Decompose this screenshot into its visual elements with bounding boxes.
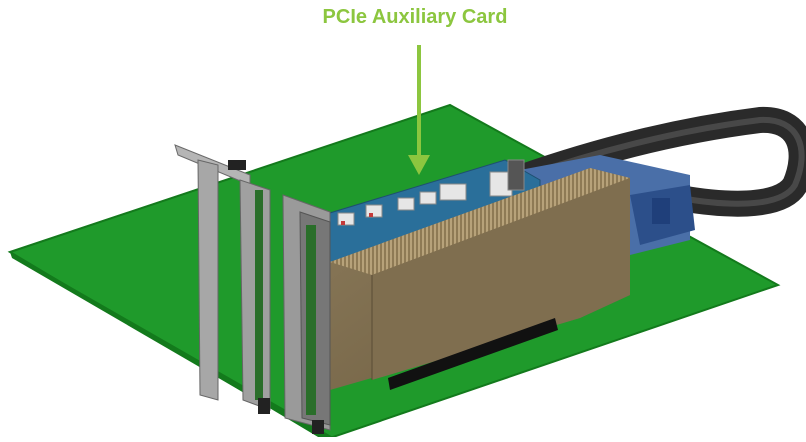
callout-arrow [408, 45, 430, 175]
gpu-heatsink-card [330, 168, 630, 390]
cable-loop [507, 106, 806, 217]
callout-label: PCIe Auxiliary Card [322, 6, 508, 28]
slot-brackets [174, 144, 331, 434]
connector-tabs [341, 213, 373, 225]
aux-card-connectors [337, 159, 525, 226]
pcie-edge-connector [388, 318, 558, 390]
